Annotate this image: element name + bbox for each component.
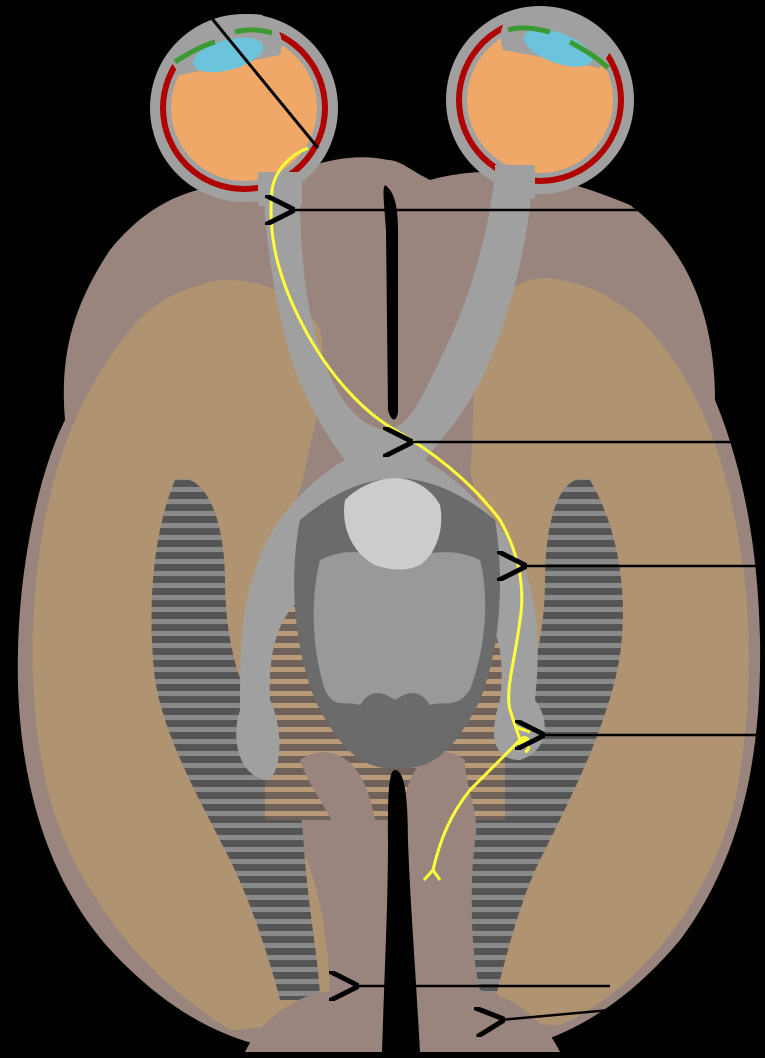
neuron-cell-body bbox=[518, 736, 530, 748]
left-eye-optic-disc bbox=[258, 172, 302, 206]
right-eye-optic-disc bbox=[495, 165, 535, 199]
thalamus-middle bbox=[314, 552, 486, 705]
